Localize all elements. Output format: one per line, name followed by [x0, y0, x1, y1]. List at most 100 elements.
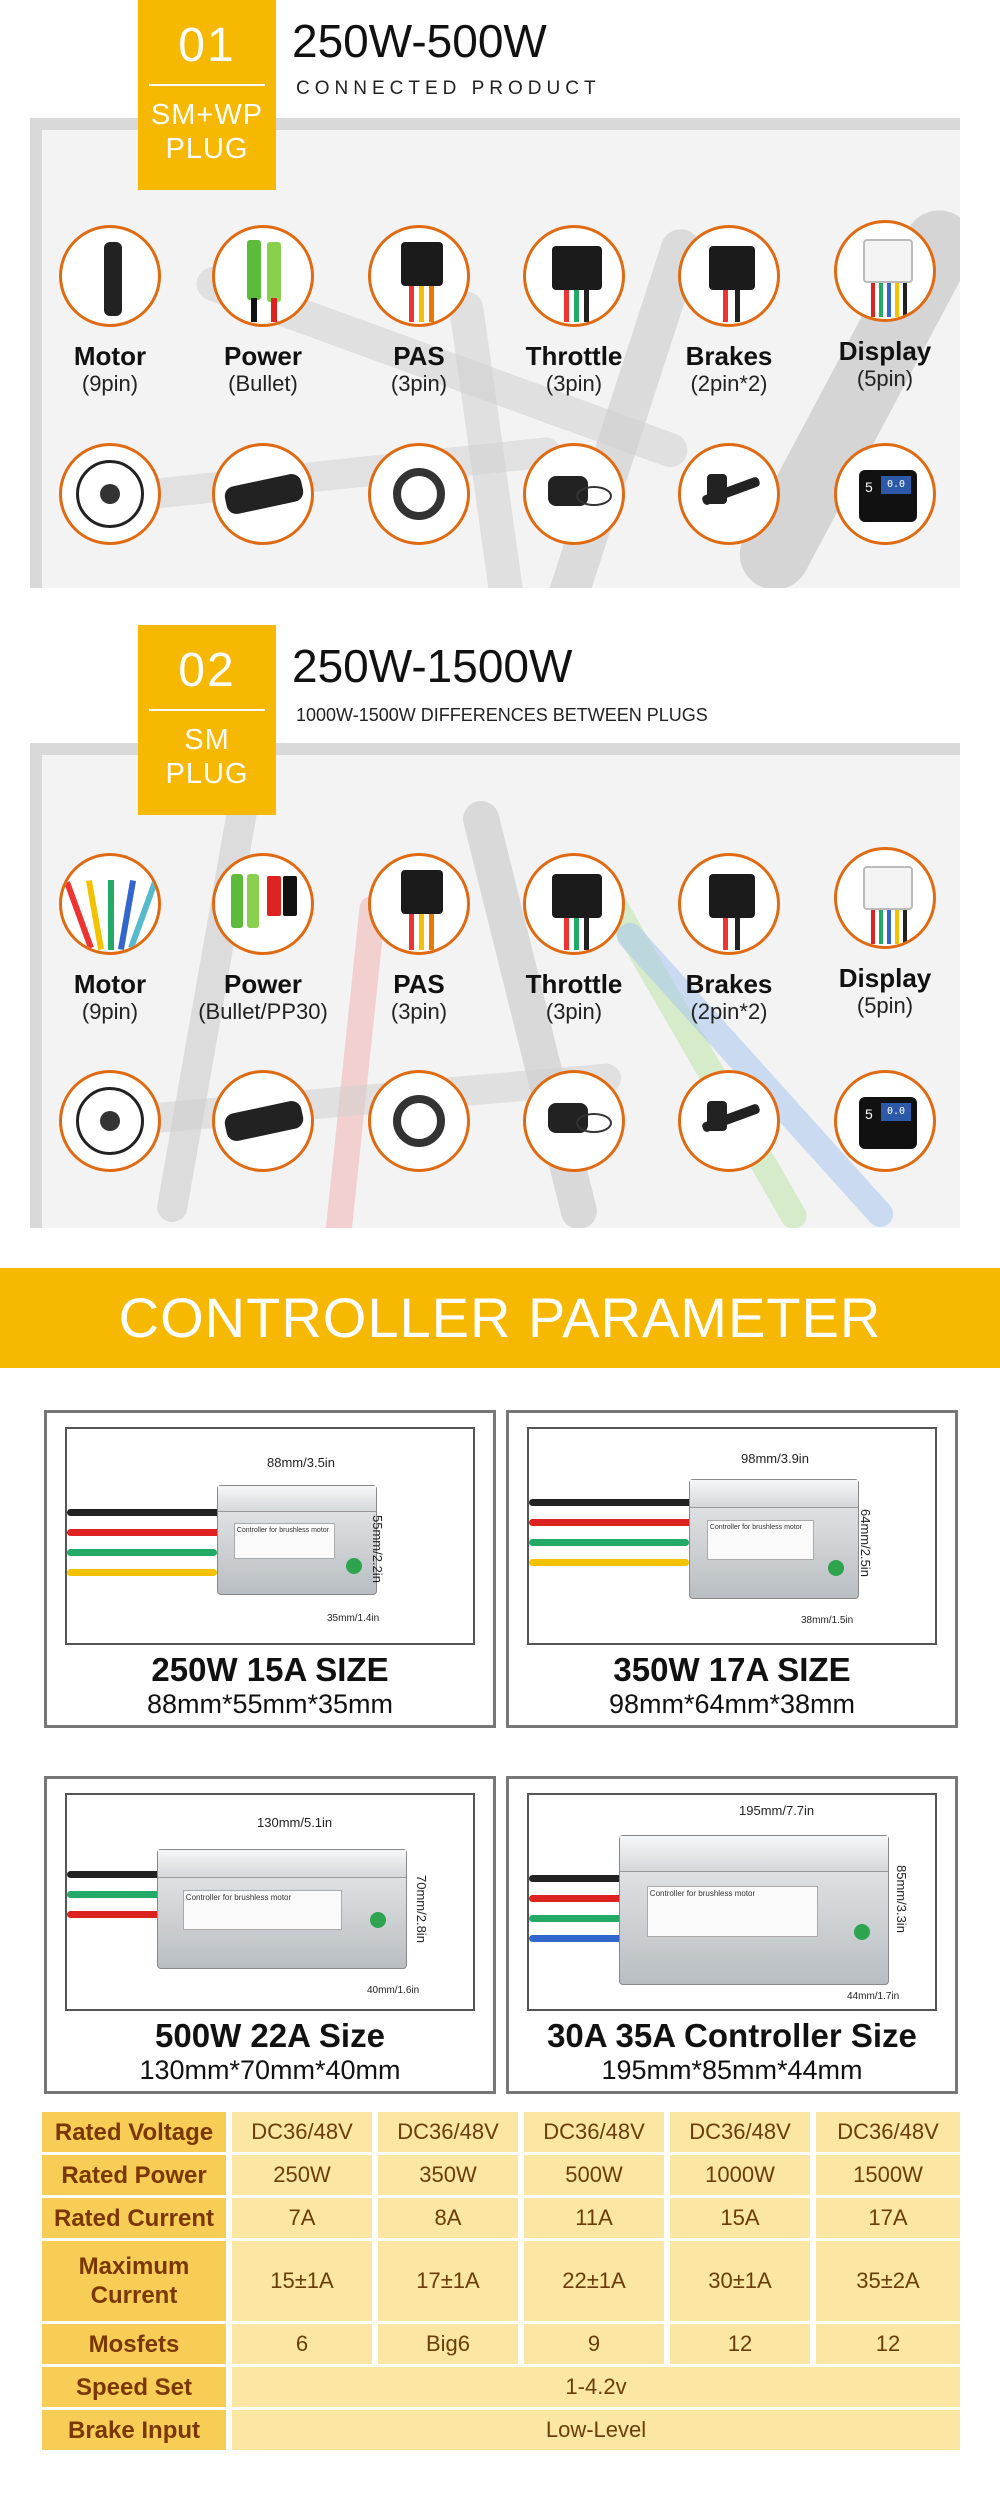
- dim-depth: 35mm/1.4in: [327, 1613, 380, 1624]
- badge-line: SM+WP: [150, 99, 264, 131]
- display-digit: 5: [865, 479, 873, 495]
- connector-spec: (2pin*2): [690, 999, 768, 1024]
- table-cell: DC36/48V: [378, 2112, 518, 2152]
- connector-name: Brakes: [685, 969, 773, 999]
- connector-name: Motor: [73, 969, 147, 999]
- connector-display: Display (5pin): [820, 847, 950, 1019]
- connector-spec: (3pin): [390, 371, 448, 396]
- brake-plug-icon: [678, 853, 780, 955]
- connector-motor: Motor (9pin): [45, 853, 175, 1025]
- dim-depth: 44mm/1.7in: [847, 1991, 900, 2002]
- connector-spec: (Bullet/PP30): [198, 999, 328, 1024]
- connector-spec: (3pin): [390, 999, 448, 1024]
- section-badge: 01 SM+WP PLUG: [138, 0, 276, 190]
- connector-spec: (9pin): [81, 371, 139, 396]
- connector-name: Motor: [73, 341, 147, 371]
- table-cell: DC36/48V: [816, 2112, 960, 2152]
- connector-panel: [42, 755, 960, 1228]
- connector-name: PAS: [393, 969, 445, 999]
- section-250w-1500w: 02 SM PLUG 250W-1500W 1000W-1500W DIFFER…: [0, 625, 1000, 1235]
- table-cell: DC36/48V: [524, 2112, 664, 2152]
- controller-title: 30A 35A Controller Size: [547, 2017, 917, 2054]
- brake-lever-icon: [678, 443, 780, 545]
- controller-image: Controller for brushless motor 98mm/3.9i…: [527, 1427, 937, 1645]
- table-cell: 12: [670, 2324, 810, 2364]
- table-cell: 1500W: [816, 2155, 960, 2195]
- table-cell: 350W: [378, 2155, 518, 2195]
- connector-name: Power: [223, 341, 303, 371]
- battery-icon: [212, 1070, 314, 1172]
- display-readout: 0.0: [881, 1103, 911, 1121]
- section-title: 250W-1500W: [292, 640, 573, 692]
- dim-width: 130mm/5.1in: [257, 1815, 333, 1830]
- badge-line: PLUG: [165, 133, 249, 165]
- dim-height: 64mm/2.5in: [858, 1509, 873, 1577]
- throttle-icon: [523, 1070, 625, 1172]
- dim-height: 70mm/2.8in: [414, 1875, 429, 1943]
- controller-image: Controller for brushless motor 88mm/3.5i…: [65, 1427, 475, 1645]
- controller-parameter-banner: CONTROLLER PARAMETER: [0, 1268, 1000, 1368]
- controller-card: Controller for brushless motor 195mm/7.7…: [506, 1776, 958, 2094]
- table-cell: 7A: [232, 2198, 372, 2238]
- connector-name: Display: [838, 963, 932, 993]
- connector-name: Brakes: [685, 341, 773, 371]
- table-row: Mosfets 6 Big6 9 12 12: [42, 2324, 960, 2364]
- connector-throttle: Throttle (3pin): [509, 853, 639, 1025]
- table-cell-span: 1-4.2v: [232, 2367, 960, 2407]
- connector-pas: PAS (3pin): [354, 225, 484, 397]
- connector-power: Power (Bullet/PP30): [198, 853, 328, 1025]
- connector-spec: (Bullet): [228, 371, 298, 396]
- power-plug-icon: [212, 853, 314, 955]
- table-row: Speed Set 1-4.2v: [42, 2367, 960, 2407]
- table-cell: 15A: [670, 2198, 810, 2238]
- table-cell: DC36/48V: [232, 2112, 372, 2152]
- section-badge: 02 SM PLUG: [138, 625, 276, 815]
- controller-image: Controller for brushless motor 195mm/7.7…: [527, 1793, 937, 2011]
- table-row: Rated Current 7A 8A 11A 15A 17A: [42, 2198, 960, 2238]
- table-row: Brake Input Low-Level: [42, 2410, 960, 2450]
- connector-spec: (5pin): [856, 366, 914, 391]
- box-label: Controller for brushless motor: [236, 1526, 329, 1534]
- battery-icon: [212, 443, 314, 545]
- pas-sensor-icon: [368, 443, 470, 545]
- table-cell: 8A: [378, 2198, 518, 2238]
- row-label: Maximum Current: [42, 2241, 226, 2321]
- connector-spec: (3pin): [545, 371, 603, 396]
- connector-name: Power: [223, 969, 303, 999]
- controller-image: Controller for brushless motor 130mm/5.1…: [65, 1793, 475, 2011]
- pas-sensor-icon: [368, 1070, 470, 1172]
- table-cell: 6: [232, 2324, 372, 2364]
- box-label: Controller for brushless motor: [709, 1524, 802, 1532]
- panel-frame: [30, 118, 42, 588]
- panel-frame: [30, 743, 42, 1228]
- connector-name: Display: [838, 336, 932, 366]
- display-plug-icon: [834, 220, 936, 322]
- row-label: Speed Set: [42, 2367, 226, 2407]
- row-label: Mosfets: [42, 2324, 226, 2364]
- table-cell: 500W: [524, 2155, 664, 2195]
- table-row: Maximum Current 15±1A 17±1A 22±1A 30±1A …: [42, 2241, 960, 2321]
- connector-name: PAS: [393, 341, 445, 371]
- dim-depth: 38mm/1.5in: [801, 1615, 854, 1626]
- row-label: Rated Power: [42, 2155, 226, 2195]
- connector-name: Throttle: [525, 969, 623, 999]
- controller-dimensions: 88mm*55mm*35mm: [146, 1689, 394, 1719]
- box-label: Controller for brushless motor: [185, 1893, 292, 1903]
- wheel-motor-icon: [59, 443, 161, 545]
- section-number: 01: [178, 19, 236, 72]
- dim-width: 88mm/3.5in: [267, 1455, 335, 1470]
- display-digit: 5: [865, 1106, 873, 1122]
- brake-lever-icon: [678, 1070, 780, 1172]
- table-cell: 35±2A: [816, 2241, 960, 2321]
- dim-width: 195mm/7.7in: [739, 1803, 815, 1818]
- controller-title: 250W 15A SIZE: [151, 1651, 389, 1688]
- controller-card: Controller for brushless motor 98mm/3.9i…: [506, 1410, 958, 1728]
- motor-plug-icon: [59, 853, 161, 955]
- connector-pas: PAS (3pin): [354, 853, 484, 1025]
- section-title: 250W-500W: [292, 15, 547, 67]
- table-cell: 17±1A: [378, 2241, 518, 2321]
- connector-motor: Motor (9pin): [45, 225, 175, 397]
- connector-display: Display (5pin): [820, 220, 950, 392]
- connector-brakes: Brakes (2pin*2): [664, 225, 794, 397]
- pas-plug-icon: [368, 225, 470, 327]
